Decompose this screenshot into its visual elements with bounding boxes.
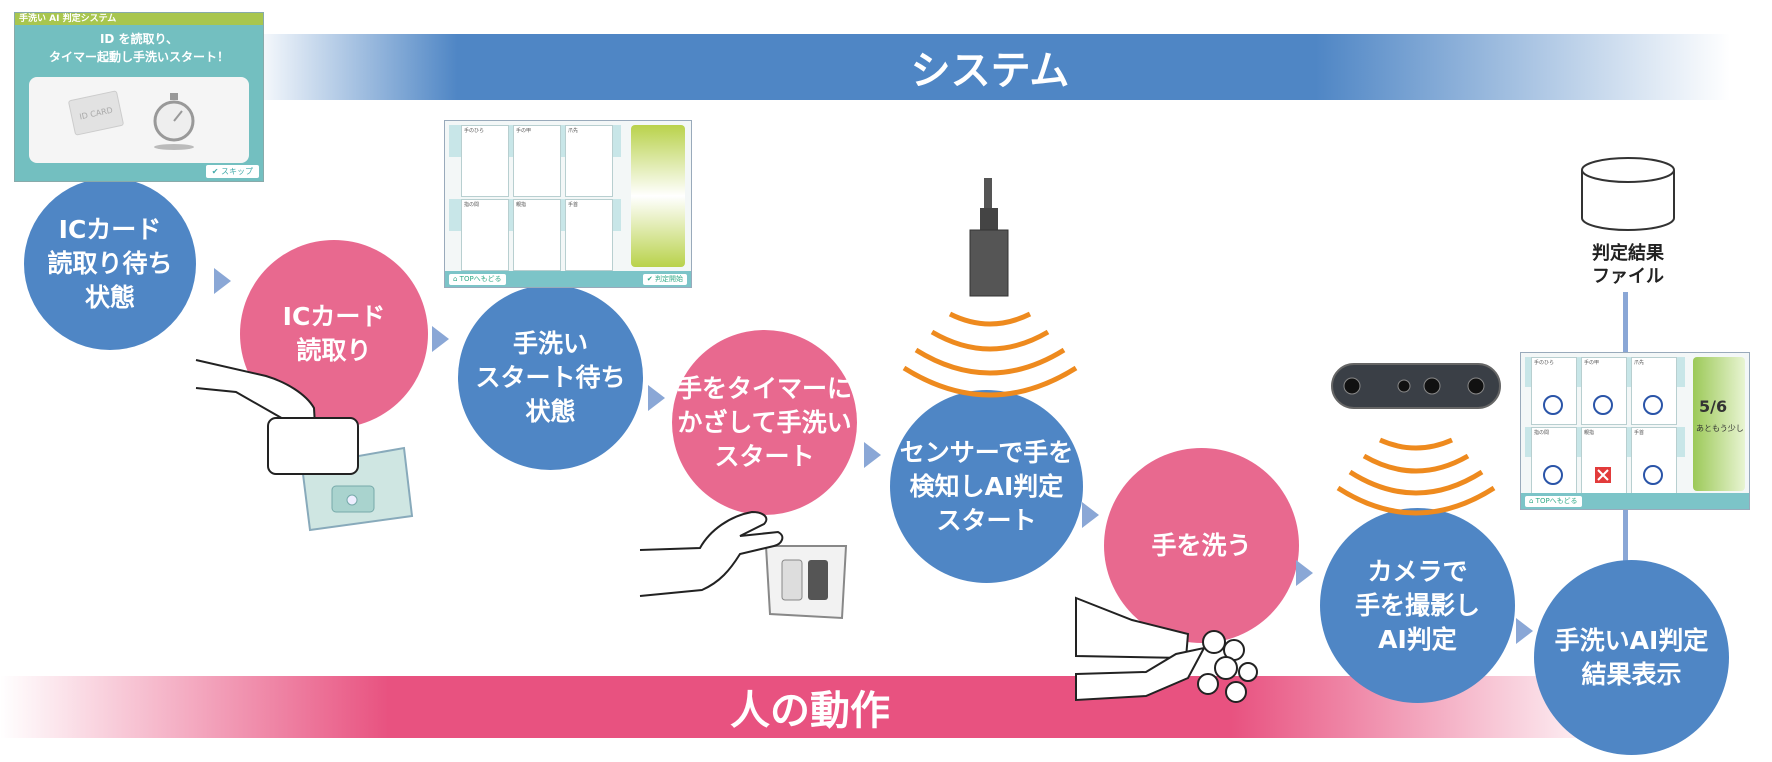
guide-footer	[445, 271, 691, 287]
step-label: ICカード 読取り待ち 状態	[47, 215, 173, 312]
system-lane-band: システム	[250, 34, 1730, 100]
result-step-label: 手首	[1634, 430, 1645, 436]
guide-step-label: 爪先	[568, 128, 579, 134]
step-label: カメラで 手を撮影し AI判定	[1354, 556, 1480, 654]
step-label: 手洗い スタート待ち 状態	[475, 328, 626, 426]
sensor-waves-icon	[902, 311, 1078, 398]
screen-panel: ID CARD	[29, 77, 249, 163]
top-back-button[interactable]: ⌂ TOPへもどる	[1525, 496, 1582, 507]
flow-arrow	[1082, 502, 1099, 528]
result-step-label: 親指	[1584, 430, 1595, 436]
guide-step-label: 手のひら	[464, 128, 485, 134]
step-sensor-ai-start: センサーで手を 検知しAI判定 スタート	[890, 390, 1083, 583]
hand-with-card-icon	[195, 359, 359, 475]
flow-arrow	[648, 385, 665, 411]
top-back-label: TOPへもどる	[459, 275, 502, 283]
guide-cell	[565, 199, 613, 271]
step-wash-hands: 手を洗う	[1104, 448, 1299, 643]
guide-step-label: 指の間	[464, 202, 480, 208]
guide-step-label: 親指	[516, 202, 527, 208]
flow-arrow	[432, 326, 449, 352]
guide-cell	[461, 125, 509, 197]
result-screen-thumbnail: 手のひら 手の甲 爪先 指の間 親指 手首 5/6 あともう少し ⌂ TOPへも…	[1520, 352, 1750, 510]
human-action-lane-band: 人の動作	[0, 676, 1620, 738]
skip-label: スキップ	[221, 167, 253, 176]
result-step-label: 手のひら	[1534, 360, 1555, 366]
step-timer-start: 手をタイマーに かざして手洗い スタート	[672, 330, 857, 515]
flow-arrow	[1296, 560, 1313, 586]
guide-cell	[513, 125, 561, 197]
step-label: ICカード 読取り	[282, 302, 386, 365]
wash-guide-screen-thumbnail: 手のひら 手の甲 爪先 指の間 親指 手首 ⌂ TOPへもどる ✔ 判定開始	[444, 120, 692, 288]
screen-headline: ID を読取り、 タイマー起動し手洗いスタート！	[48, 32, 229, 64]
database-icon	[1581, 157, 1675, 231]
id-card-icon: ID CARD	[67, 90, 125, 136]
flow-arrow	[864, 442, 881, 468]
ok-circle-icon	[1543, 395, 1563, 415]
ok-circle-icon	[1593, 395, 1613, 415]
result-cell	[1631, 427, 1677, 495]
ok-circle-icon	[1643, 395, 1663, 415]
camera-icon	[1331, 363, 1501, 409]
step-ic-card-waiting: ICカード 読取り待ち 状態	[24, 178, 196, 350]
result-message: あともう少し	[1696, 424, 1744, 433]
step-label: 手をタイマーに かざして手洗い スタート	[676, 373, 852, 471]
stopwatch-icon	[153, 93, 195, 150]
id-card-text: ID CARD	[78, 105, 114, 121]
top-back-label: TOPへもどる	[1535, 497, 1578, 505]
guide-step-label: 手の甲	[516, 128, 532, 134]
start-judge-button[interactable]: ✔ 判定開始	[642, 274, 687, 285]
ok-circle-icon	[1543, 465, 1563, 485]
step-ic-card-read: ICカード 読取り	[240, 240, 428, 428]
result-step-label: 指の間	[1534, 430, 1550, 436]
step-label: 手洗いAI判定 結果表示	[1554, 625, 1709, 689]
ok-circle-icon	[1643, 465, 1663, 485]
washing-hands-icon	[1075, 596, 1258, 703]
step-result-display: 手洗いAI判定 結果表示	[1534, 560, 1729, 755]
result-score-panel: 5/6 あともう少し	[1693, 357, 1745, 491]
id-card-screen-thumbnail: 手洗い AI 判定システム ID を読取り、 タイマー起動し手洗いスタート！ I…	[14, 12, 264, 182]
guide-cell	[565, 125, 613, 197]
camera-waves-icon	[1336, 437, 1496, 516]
guide-step-label: 手首	[568, 202, 579, 208]
top-back-button[interactable]: ⌂ TOPへもどる	[449, 274, 506, 285]
sensor-icon	[969, 178, 1009, 297]
flow-arrow	[1516, 618, 1533, 644]
screen-title-bar: 手洗い AI 判定システム	[15, 13, 263, 25]
result-marks	[1543, 395, 1663, 485]
database-label: 判定結果 ファイル	[1592, 243, 1664, 287]
step-wash-start-waiting: 手洗い スタート待ち 状態	[458, 285, 643, 470]
flow-arrow	[214, 268, 231, 294]
human-lane-label: 人の動作	[730, 688, 890, 734]
step-label: センサーで手を 検知しAI判定 スタート	[899, 437, 1074, 535]
system-lane-label: システム	[910, 48, 1070, 94]
result-step-label: 手の甲	[1584, 360, 1600, 366]
skip-button[interactable]: ✔ スキップ	[205, 165, 259, 178]
step-label: 手を洗う	[1151, 530, 1252, 560]
start-judge-label: 判定開始	[655, 275, 683, 283]
guide-cell	[461, 199, 509, 271]
hand-over-timer-icon	[639, 510, 784, 597]
ng-cross-icon	[1595, 467, 1611, 483]
result-score: 5/6	[1699, 397, 1728, 416]
timer-device-icon	[764, 545, 848, 620]
guide-cell	[513, 199, 561, 271]
result-step-label: 爪先	[1634, 360, 1645, 366]
step-camera-ai-judge: カメラで 手を撮影し AI判定	[1320, 508, 1515, 703]
guide-status-panel	[631, 125, 685, 267]
